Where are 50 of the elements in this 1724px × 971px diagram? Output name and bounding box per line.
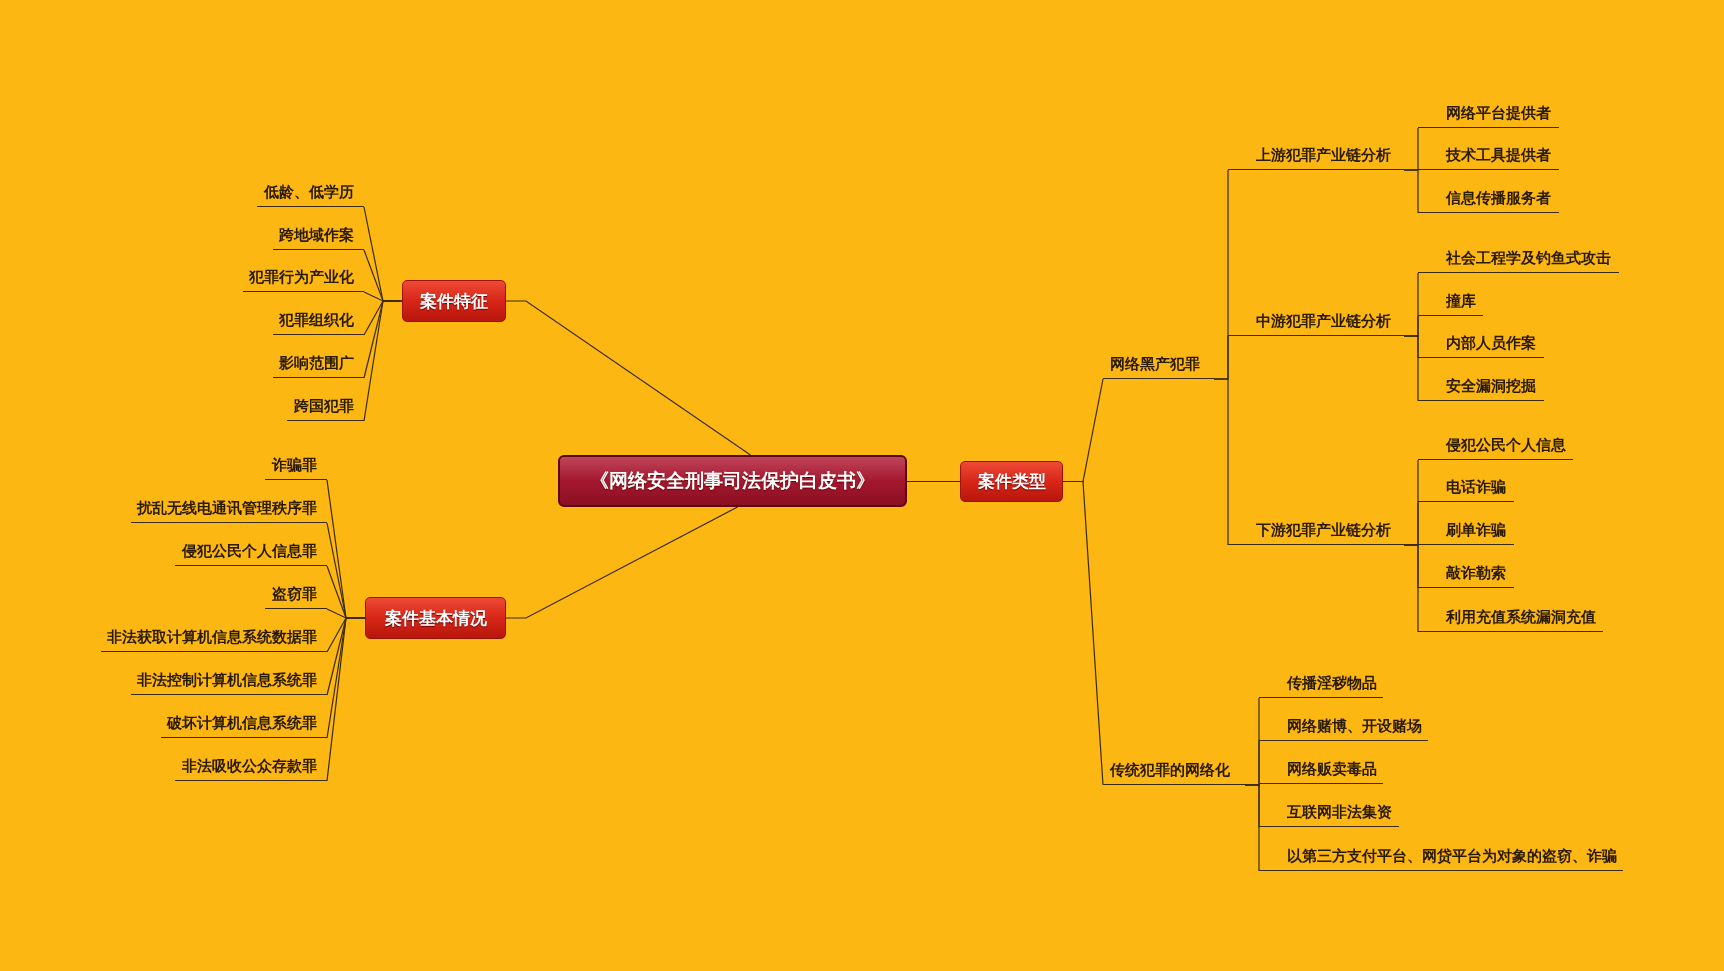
leaf-label: 网络赌博、开设赌场 (1259, 711, 1428, 741)
leaf-label: 犯罪行为产业化 (243, 262, 364, 292)
connector-line (505, 506, 739, 619)
connector-line (1062, 480, 1104, 786)
leaf-label: 犯罪组织化 (273, 305, 364, 335)
leaf-label: 信息传播服务者 (1418, 183, 1559, 213)
connector-line (1244, 784, 1260, 872)
leaf-label: 内部人员作案 (1418, 328, 1544, 358)
leaf-label: 利用充值系统漏洞充值 (1418, 602, 1603, 632)
leaf-label: 以第三方支付平台、网贷平台为对象的盗窃、诈骗 (1259, 841, 1623, 871)
leaf-label: 盗窃罪 (265, 579, 327, 609)
central-topic-box: 《网络安全刑事司法保护白皮书》 (558, 455, 907, 507)
connector-line (505, 300, 752, 456)
leaf-label: 影响范围广 (273, 348, 364, 378)
connector-line (1403, 169, 1419, 214)
connector-line (363, 300, 403, 422)
leaf-label: 安全漏洞挖掘 (1418, 371, 1544, 401)
leaf-label: 传播淫秽物品 (1259, 668, 1383, 698)
leaf-label: 低龄、低学历 (257, 177, 364, 207)
leaf-label: 技术工具提供者 (1418, 140, 1559, 170)
connector-line (1213, 378, 1229, 546)
leaf-label: 侵犯公民个人信息 (1418, 430, 1573, 460)
leaf-label: 网络贩卖毒品 (1259, 754, 1383, 784)
leaf-label: 破坏计算机信息系统罪 (161, 708, 327, 738)
leaf-label: 侵犯公民个人信息罪 (175, 536, 327, 566)
leaf-label: 电话诈骗 (1418, 472, 1514, 502)
leaf-label: 刷单诈骗 (1418, 515, 1514, 545)
topic-box: 案件特征 (402, 280, 506, 322)
leaf-label: 敲诈勒索 (1418, 558, 1514, 588)
leaf-label: 网络平台提供者 (1418, 98, 1559, 128)
leaf-label: 网络黑产犯罪 (1103, 349, 1214, 379)
topic-box: 案件基本情况 (365, 597, 506, 639)
leaf-label: 非法控制计算机信息系统罪 (131, 665, 327, 695)
leaf-label: 扰乱无线电通讯管理秩序罪 (131, 493, 327, 523)
leaf-label: 传统犯罪的网络化 (1103, 755, 1245, 785)
topic-box: 案件类型 (960, 461, 1063, 502)
leaf-label: 撞库 (1418, 286, 1483, 316)
connector-line (906, 480, 961, 483)
leaf-label: 非法获取计算机信息系统数据罪 (101, 622, 327, 652)
leaf-label: 诈骗罪 (265, 450, 327, 480)
leaf-label: 中游犯罪产业链分析 (1228, 306, 1404, 336)
leaf-label: 下游犯罪产业链分析 (1228, 515, 1404, 545)
leaf-label: 跨国犯罪 (287, 391, 364, 421)
connector-line (326, 617, 366, 782)
leaf-label: 上游犯罪产业链分析 (1228, 140, 1404, 170)
leaf-label: 社会工程学及钓鱼式攻击 (1418, 243, 1619, 273)
leaf-label: 互联网非法集资 (1259, 797, 1399, 827)
leaf-label: 跨地域作案 (273, 220, 364, 250)
connector-line (1403, 335, 1419, 402)
leaf-label: 非法吸收公众存款罪 (175, 751, 327, 781)
